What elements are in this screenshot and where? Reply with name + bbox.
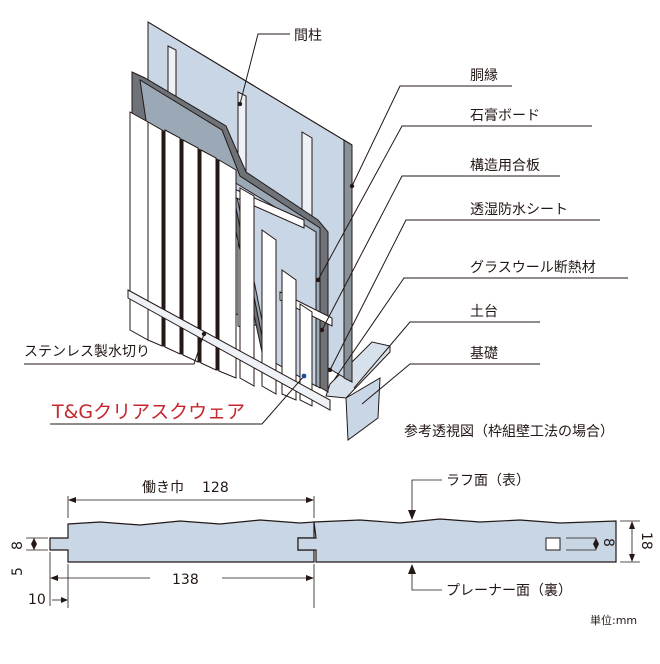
working-width-label: 働き巾 [142,480,184,496]
dim-18-value: 18 [638,532,654,550]
rough-face-pointer [408,479,442,520]
leader-product [50,375,305,425]
stainless-flashing [127,289,331,411]
leader-furring [351,85,512,187]
label-foundation: 基礎 [470,345,498,362]
label-gypsum-board: 石膏ボード [470,107,540,124]
unit-label: 単位:mm [590,613,637,627]
label-furring: 胴縁 [470,68,498,84]
total-width-value: 138 [172,572,199,588]
leader-plywood [321,175,560,331]
section-board-left [49,519,315,563]
leader-foundation [361,363,540,405]
label-glass-wool: グラスウール断熱材 [470,260,596,276]
label-product-name: T&Gクリアスクウェア [51,401,245,423]
label-stainless-flashing: ステンレス製水切り [24,344,150,360]
cladding-boards [129,111,313,407]
dim-left-vertical [26,537,48,551]
section-groove [545,537,561,551]
label-stud: 間柱 [294,28,322,44]
leader-glasswool [333,277,628,381]
label-sill: 土台 [470,304,498,320]
leader-sill [353,321,540,389]
label-breathable-sheet: 透湿防水シート [470,202,568,218]
board-shadows [162,130,219,371]
planer-face-label: プレーナー面（裏） [446,582,572,599]
leader-sheet [329,219,600,371]
leader-lines [24,33,628,425]
leader-flashing [24,333,205,365]
dim-18 [620,520,640,563]
leader-dots [201,101,355,373]
dim-right-8 [566,537,599,551]
label-structural-plywood: 構造用合板 [470,158,540,174]
dim-10 [52,564,69,608]
rough-face-label: ラフ面（表） [446,473,530,489]
dim-8-right-value: 8 [600,538,616,547]
dim-10-value: 10 [28,592,46,608]
leader-stud [239,33,290,105]
leader-gypsum [317,125,592,281]
working-width-value: 128 [202,480,229,496]
planer-face-pointer [408,564,442,591]
gypsum-board-edge [343,139,353,383]
top-edge [147,21,353,146]
foundation-block [345,377,381,441]
dim-working-width [67,496,315,518]
dim-total-width [49,552,315,608]
section-board-right [297,518,617,563]
board-section [49,518,617,563]
dim-8-left-value: 8 [10,541,26,550]
perspective-wall [127,21,391,441]
product-dot [301,373,307,379]
figure-caption: 参考透視図（枠組壁工法の場合） [404,423,614,440]
dim-5-value: 5 [10,567,26,576]
